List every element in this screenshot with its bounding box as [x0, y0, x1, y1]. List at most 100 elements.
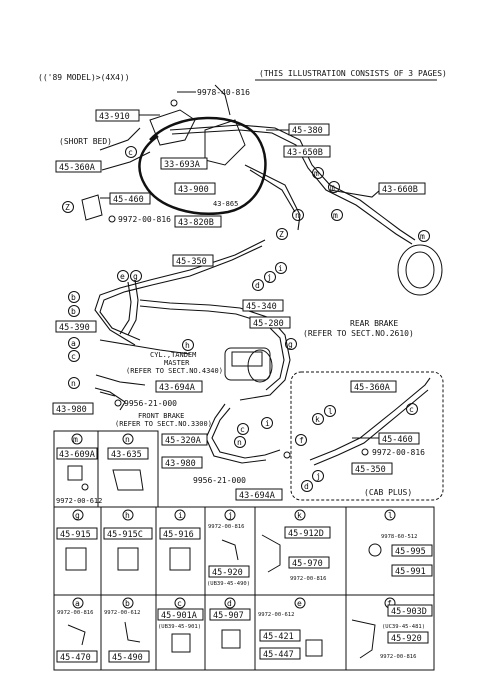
- svg-text:45-903D: 45-903D: [391, 607, 427, 617]
- svg-text:(UB39-45-490): (UB39-45-490): [207, 581, 250, 587]
- svg-text:c: c: [240, 425, 245, 434]
- cyl-tandem-label: CYL.,TANDEM: [150, 351, 196, 359]
- svg-text:f: f: [387, 599, 392, 608]
- svg-text:n: n: [295, 211, 300, 220]
- svg-text:j: j: [316, 472, 321, 481]
- part-45-320a: 45-320A: [161, 433, 208, 446]
- svg-text:45-380: 45-380: [292, 126, 323, 136]
- svg-text:43-694A: 43-694A: [239, 491, 275, 501]
- part-43-820b: 43-820B: [174, 215, 222, 228]
- svg-text:45-421: 45-421: [263, 632, 294, 642]
- svg-text:45-920: 45-920: [391, 634, 422, 644]
- part-45-380: 45-380: [266, 123, 330, 136]
- svg-text:9972-00-612: 9972-00-612: [258, 612, 294, 618]
- table-cell-c: c 45-901A (UB39-45-901): [157, 597, 204, 653]
- svg-text:b: b: [125, 599, 130, 608]
- letter-markers: c Z m m m m n Z e g i j d b b a c g h n …: [62, 146, 430, 492]
- svg-text:45-920: 45-920: [212, 568, 243, 578]
- svg-text:9972-00-816: 9972-00-816: [57, 610, 93, 616]
- svg-text:d: d: [255, 281, 260, 290]
- svg-text:45-350: 45-350: [355, 465, 386, 475]
- svg-text:43-980: 43-980: [56, 405, 87, 415]
- svg-text:n: n: [125, 435, 130, 444]
- table-cell-m: m 43-609A 9972-00-612: [56, 433, 102, 505]
- table-cell-g: g 45-915: [56, 509, 98, 571]
- svg-text:45-915: 45-915: [60, 530, 91, 540]
- svg-text:45-901A: 45-901A: [161, 611, 197, 621]
- svg-text:45-916: 45-916: [163, 530, 194, 540]
- svg-text:(UC39-45-481): (UC39-45-481): [382, 624, 425, 630]
- pages-note: (THIS ILLUSTRATION CONSISTS OF 3 PAGES): [259, 69, 447, 78]
- part-45-390: 45-390: [55, 320, 97, 333]
- svg-text:43-635: 43-635: [111, 450, 142, 460]
- svg-text:45-340: 45-340: [246, 302, 277, 312]
- svg-text:45-912D: 45-912D: [288, 529, 324, 539]
- svg-text:45-320A: 45-320A: [165, 436, 201, 446]
- cab-part-45-350: 45-350: [351, 462, 393, 475]
- svg-text:e: e: [120, 272, 125, 281]
- front-brake-label: FRONT BRAKE: [138, 412, 184, 420]
- cab-plus-inset: [290, 371, 444, 501]
- svg-text:n: n: [71, 379, 76, 388]
- svg-text:g: g: [133, 272, 138, 281]
- svg-text:43-609A: 43-609A: [59, 450, 95, 460]
- svg-text:45-390: 45-390: [59, 323, 90, 333]
- svg-text:9972-00-816: 9972-00-816: [372, 448, 425, 457]
- svg-text:Z: Z: [279, 230, 284, 239]
- part-43-660b: 43-660B: [378, 182, 426, 195]
- svg-text:43-900: 43-900: [178, 185, 209, 195]
- callout-9972-00-816: 9972-00-816: [108, 215, 171, 224]
- svg-text:m: m: [314, 169, 319, 178]
- svg-text:m: m: [73, 435, 78, 444]
- svg-text:i: i: [265, 419, 270, 428]
- svg-text:d: d: [304, 482, 309, 491]
- cab-part-45-360a: 45-360A: [350, 380, 397, 393]
- table-cell-l: l 9978-60-512 45-995 45-991: [368, 509, 433, 577]
- table-cell-f: f 45-903D (UC39-45-481) 45-920 9972-00-8…: [351, 597, 433, 660]
- part-43-910: 43-910: [95, 109, 160, 122]
- part-43-650b: 43-650B: [283, 145, 331, 158]
- table-cell-d: d 45-907: [209, 597, 251, 649]
- svg-text:9972-00-816: 9972-00-816: [208, 524, 244, 530]
- svg-text:(UB39-45-901): (UB39-45-901): [158, 624, 201, 630]
- table-cell-n: n 43-635: [107, 433, 149, 491]
- master-label: MASTER: [164, 359, 190, 367]
- part-45-340: 45-340: [242, 299, 284, 312]
- svg-text:43-660B: 43-660B: [382, 185, 418, 195]
- svg-text:9972-00-816: 9972-00-816: [290, 576, 326, 582]
- svg-text:45-970: 45-970: [292, 559, 323, 569]
- svg-text:45-460: 45-460: [113, 195, 144, 205]
- callout-9956-21-000: 9956-21-000: [114, 399, 177, 408]
- svg-text:l: l: [388, 511, 393, 520]
- svg-text:45-447: 45-447: [263, 650, 294, 660]
- part-45-280: 45-280: [249, 316, 291, 329]
- svg-text:n: n: [237, 438, 242, 447]
- svg-text:45-360A: 45-360A: [59, 163, 95, 173]
- svg-text:45-360A: 45-360A: [354, 383, 390, 393]
- part-43-980: 43-980: [52, 402, 94, 415]
- part-45-360a: 45-360A: [55, 160, 102, 173]
- table-cell-j: j 9972-00-816 45-920 (UB39-45-490): [207, 509, 250, 587]
- svg-text:c: c: [71, 352, 76, 361]
- svg-text:b: b: [71, 307, 76, 316]
- svg-text:43-980: 43-980: [165, 459, 196, 469]
- svg-text:45-995: 45-995: [395, 547, 426, 557]
- rear-brake-label: REAR BRAKE: [350, 319, 398, 328]
- table-cell-b: b 9972-00-612 45-490: [104, 597, 150, 663]
- svg-text:9972-00-612: 9972-00-612: [104, 610, 140, 616]
- svg-text:9972-00-816: 9972-00-816: [118, 215, 171, 224]
- short-bed-label: (SHORT BED): [59, 137, 112, 146]
- svg-text:9978-40-816: 9978-40-816: [197, 88, 250, 97]
- svg-text:9972-00-612: 9972-00-612: [56, 497, 102, 505]
- part-43-694a: 43-694A: [155, 380, 203, 393]
- part-43-694a-lower: 43-694A: [235, 488, 283, 501]
- cab-part-45-460: 45-460: [352, 432, 420, 445]
- svg-text:j: j: [228, 511, 233, 520]
- svg-text:45-470: 45-470: [60, 653, 91, 663]
- part-43-980-lower: 43-980: [161, 456, 203, 469]
- svg-text:9978-60-512: 9978-60-512: [381, 534, 417, 540]
- svg-text:g: g: [288, 340, 293, 349]
- svg-text:b: b: [71, 293, 76, 302]
